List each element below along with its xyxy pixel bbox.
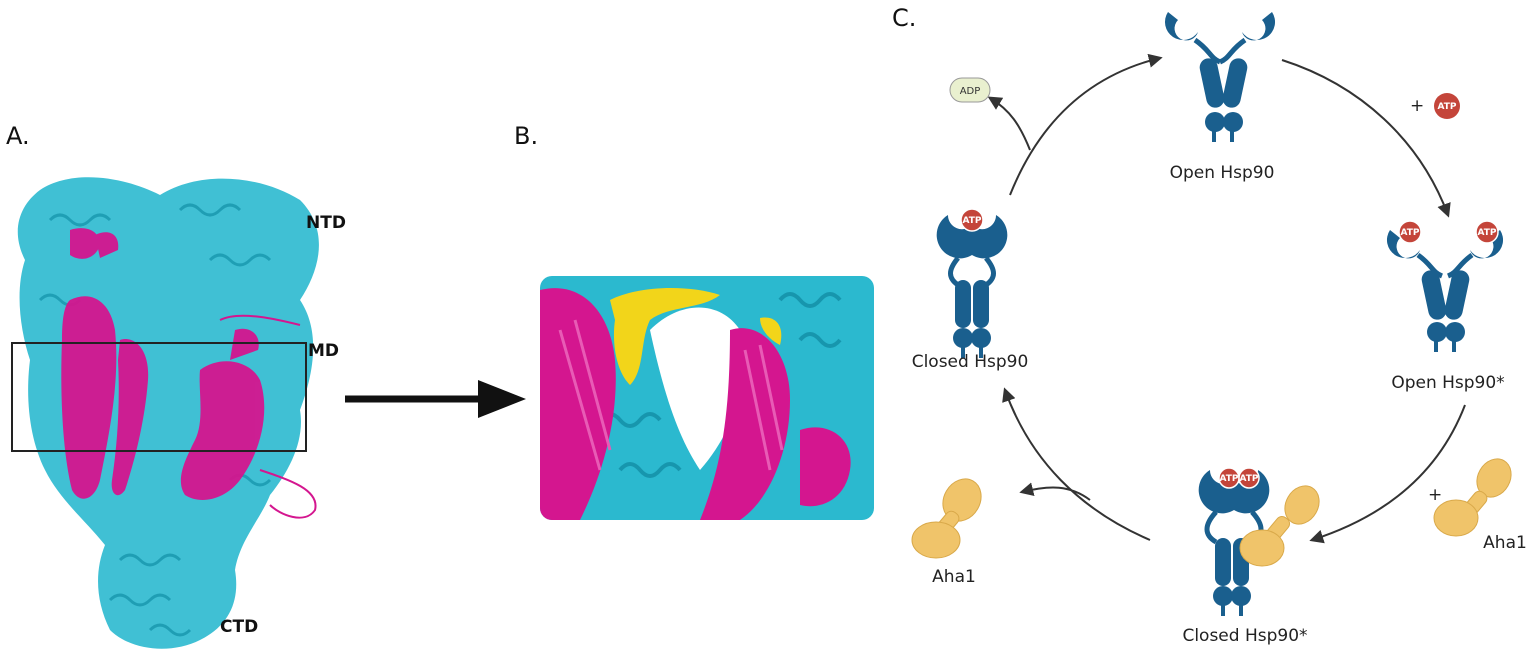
svg-text:ATP: ATP bbox=[1219, 474, 1238, 484]
svg-text:ADP: ADP bbox=[960, 86, 981, 97]
svg-text:ATP: ATP bbox=[1239, 474, 1258, 484]
adp-badge: ADP bbox=[949, 77, 991, 103]
zoomed-structure-b bbox=[540, 276, 874, 520]
panel-a-label: A. bbox=[6, 122, 30, 150]
panel-c-label: C. bbox=[892, 4, 917, 32]
aha1-left-label: Aha1 bbox=[932, 567, 976, 587]
ctd-label: CTD bbox=[220, 617, 258, 637]
closed-hsp90-label: Closed Hsp90 bbox=[912, 352, 1029, 372]
free-atp: ATP bbox=[1434, 93, 1460, 119]
open-hsp90-star: ATP ATP bbox=[1386, 220, 1504, 352]
zoom-arrow bbox=[345, 380, 526, 418]
md-label: MD bbox=[308, 341, 339, 361]
aha1-bound bbox=[1239, 485, 1320, 567]
protein-structure-a: NTD MD CTD bbox=[11, 177, 346, 649]
closed-hsp90: ATP bbox=[936, 208, 1008, 358]
plus-aha1-sign: + bbox=[1428, 485, 1442, 505]
svg-text:ATP: ATP bbox=[1437, 102, 1456, 112]
open-hsp90-label: Open Hsp90 bbox=[1170, 163, 1275, 183]
open-hsp90 bbox=[1164, 12, 1276, 142]
plus-atp-sign: + bbox=[1410, 96, 1424, 116]
ntd-label: NTD bbox=[306, 213, 346, 233]
closed-hsp90-star-label: Closed Hsp90* bbox=[1182, 626, 1307, 646]
aha1-released bbox=[911, 478, 982, 559]
aha1-right-label: Aha1 bbox=[1483, 533, 1527, 553]
svg-text:ATP: ATP bbox=[1400, 228, 1419, 238]
aha1-free bbox=[1433, 458, 1512, 537]
svg-text:ATP: ATP bbox=[1477, 228, 1496, 238]
open-hsp90-star-label: Open Hsp90* bbox=[1391, 373, 1504, 393]
svg-text:ATP: ATP bbox=[962, 216, 981, 226]
cycle-arrows bbox=[987, 53, 1466, 544]
panel-b-label: B. bbox=[514, 122, 539, 150]
